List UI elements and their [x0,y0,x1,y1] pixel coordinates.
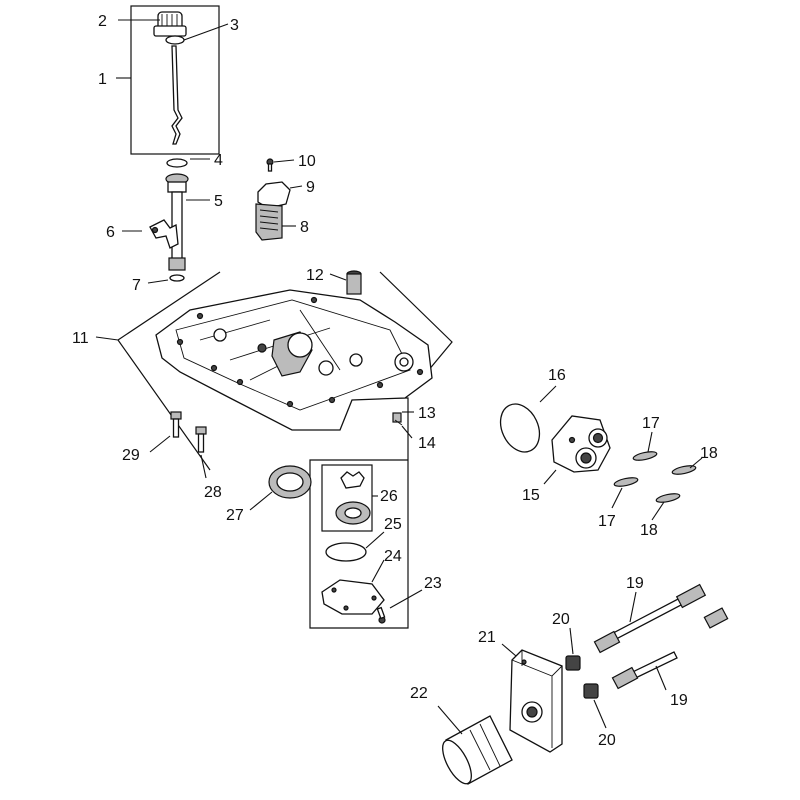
callout-9: 9 [306,179,315,196]
callout-1: 1 [98,71,107,88]
bolt-29 [170,411,182,438]
leader-19a [629,591,637,623]
tube-o-ring-bottom [169,274,185,282]
callout-6: 6 [106,224,115,241]
breather-filter [255,203,283,241]
callout-14: 14 [418,435,436,452]
leader-20a [569,627,574,655]
pump-inner-rotor [340,471,365,489]
breather-cover [257,181,291,209]
fitting-20b [583,683,599,699]
leader-16 [539,385,557,403]
leader-15 [543,469,557,485]
leader-3 [183,23,229,41]
callout-12: 12 [306,267,324,284]
leader-25 [365,531,385,549]
leader-28 [200,454,207,479]
dipstick-cap [153,11,187,37]
leader-9 [289,185,303,189]
leader-12 [329,273,347,281]
callout-19b: 19 [670,692,688,709]
callout-17b: 17 [598,513,616,530]
callout-2: 2 [98,13,107,30]
tube-bracket [149,219,179,249]
oil-line-upper [593,583,707,654]
leader-7 [147,279,169,284]
callout-11: 11 [72,330,89,347]
leader-17a [647,431,653,453]
callout-7: 7 [132,277,141,294]
leader-18b [651,501,665,521]
plug-12 [346,270,362,295]
leader-18a [689,457,703,469]
callout-19a: 19 [626,575,644,592]
callout-10: 10 [298,153,316,170]
callout-8: 8 [300,219,309,236]
leader-24 [371,559,385,583]
adapter-gasket [499,403,541,453]
dipstick-frame [130,5,220,155]
callout-22: 22 [410,685,428,702]
callout-13: 13 [418,405,436,422]
callout-3: 3 [230,17,239,34]
pump-cover [321,579,385,615]
callout-4: 4 [214,152,223,169]
callout-24: 24 [384,548,402,565]
fitting-20a [565,655,581,671]
leader-20b [593,699,607,729]
callout-25: 25 [384,516,402,533]
washer-18a [671,465,697,475]
tube-o-ring-top [166,158,188,168]
oil-pan [155,289,433,431]
callout-27: 27 [226,507,244,524]
pump-o-ring [325,542,367,562]
dipstick-tube [165,173,189,271]
oil-filter [442,715,513,785]
callout-23: 23 [424,575,442,592]
screw-23 [376,606,386,624]
callout-20a: 20 [552,611,570,628]
callout-18a: 18 [700,445,718,462]
dipstick-blade [171,45,183,145]
screw-10 [266,158,274,172]
oil-line-lower [611,651,678,690]
callout-15: 15 [522,487,540,504]
callout-18b: 18 [640,522,658,539]
leader-11 [95,336,119,341]
pump-kit-frame [309,397,409,629]
callout-28: 28 [204,484,222,501]
oil-seal [268,465,312,499]
leader-23 [389,589,423,609]
leader-29 [149,435,171,453]
fitting-13 [392,412,403,426]
pump-outer-rotor [335,501,371,525]
callout-17a: 17 [642,415,660,432]
oil-pump-frame [321,464,373,532]
leader-19b [655,665,667,691]
leader-17b [611,487,623,509]
leader-27 [249,491,273,511]
washer-17a [632,451,658,461]
bolt-28 [195,426,207,453]
callout-21: 21 [478,629,496,646]
callout-26: 26 [380,488,398,505]
dipstick-o-ring [165,35,185,45]
line-fitting-end [703,607,729,629]
filter-mount [509,649,563,753]
callout-5: 5 [214,193,223,210]
washer-17b [613,477,639,487]
leader-22 [437,705,463,735]
filter-adapter [551,415,611,473]
callout-20b: 20 [598,732,616,749]
callout-16: 16 [548,367,566,384]
washer-18b [655,493,681,503]
callout-29: 29 [122,447,140,464]
leader-21 [501,643,517,657]
leader-10 [273,159,295,163]
leader-14 [401,425,413,439]
